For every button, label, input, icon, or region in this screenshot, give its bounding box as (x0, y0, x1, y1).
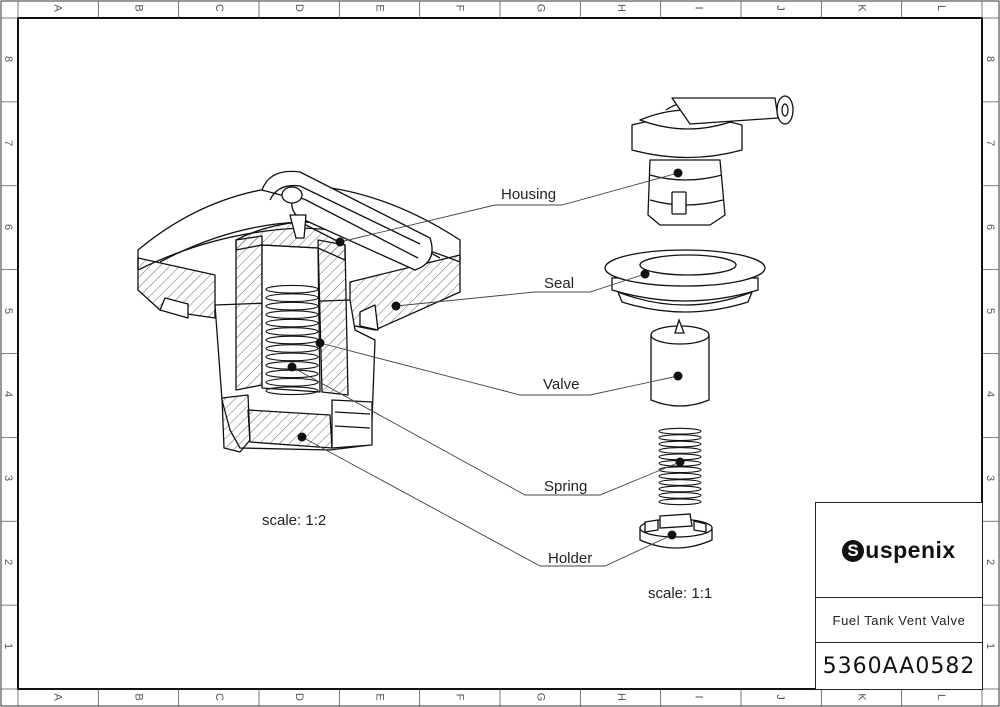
spring-coil (658, 427, 702, 435)
zone-label: 1 (2, 643, 15, 650)
callout-dot (673, 371, 683, 381)
callout-holder: Holder (548, 550, 593, 567)
scale-note-section: scale: 1:2 (262, 512, 327, 529)
zone-label: I (692, 695, 705, 699)
zone-label: B (132, 4, 145, 12)
exploded-holder (639, 513, 713, 549)
spring-coil (265, 301, 319, 311)
zone-label: 7 (2, 139, 15, 146)
callout-dots (287, 168, 685, 540)
zone-label: 2 (2, 559, 15, 566)
callout-dot (667, 530, 677, 540)
zone-label: L (934, 4, 947, 12)
zone-label: 5 (984, 307, 997, 314)
spring-coil (658, 479, 702, 486)
callout-housing: Housing (501, 186, 557, 203)
brand-logo-mark: S (842, 539, 865, 562)
zone-label: F (453, 4, 466, 12)
zone-label: G (534, 692, 547, 702)
zone-label: K (855, 4, 868, 12)
zone-label: 6 (2, 223, 15, 230)
callout-dot (315, 338, 325, 348)
callout-spring: Spring (544, 478, 588, 495)
spring-coil (658, 491, 702, 499)
zone-label: F (453, 693, 466, 701)
zone-label: K (855, 693, 868, 701)
callout-valve: Valve (543, 376, 580, 393)
callout-seal: Seal (544, 275, 575, 292)
zone-label: J (773, 5, 786, 11)
zone-label: 8 (2, 55, 15, 62)
leader-lines (291, 172, 681, 567)
spring-coil (658, 498, 702, 506)
callout-dot (675, 457, 685, 467)
spring-coil (265, 377, 319, 387)
zone-label: E (373, 4, 386, 12)
zone-label: J (773, 694, 786, 700)
exploded-valve (650, 318, 710, 407)
title-block-number-row: 5360AA0582 (816, 643, 982, 689)
zone-label: 2 (984, 559, 997, 566)
scale-note-exploded: scale: 1:1 (648, 585, 713, 602)
zone-label: G (534, 3, 547, 13)
spring-coil (658, 440, 702, 448)
zone-label: 1 (984, 643, 997, 650)
spring-coil (265, 352, 319, 362)
zone-label: 8 (984, 55, 997, 62)
spring-coil (265, 284, 319, 294)
spring-coil (265, 327, 319, 336)
zone-label: C (212, 4, 225, 12)
spring-coil (658, 434, 702, 442)
spring-coil (265, 318, 319, 328)
spring-coil (265, 293, 319, 303)
zone-label: A (51, 693, 64, 701)
zone-label: 4 (984, 391, 997, 398)
title-block-title-row: Fuel Tank Vent Valve (816, 598, 982, 643)
zone-label: D (293, 4, 306, 12)
callout-dot (673, 168, 683, 178)
spring-coil (658, 466, 702, 474)
zone-label: 6 (984, 223, 997, 230)
zone-label: 5 (2, 307, 15, 314)
spring-coil (658, 447, 702, 454)
spring-coil (658, 485, 702, 493)
callout-dot (391, 301, 401, 311)
zone-label: 4 (2, 391, 15, 398)
zone-label: D (293, 693, 306, 701)
exploded-seal (604, 249, 766, 313)
zone-label: C (212, 693, 225, 701)
exploded-spring (658, 427, 702, 506)
callout-dot (297, 432, 307, 442)
section-view (137, 170, 461, 453)
part-number: 5360AA0582 (822, 653, 976, 679)
spring-coil (265, 344, 319, 353)
callout-dot (640, 269, 650, 279)
zone-label: 3 (2, 475, 15, 482)
spring-coil (265, 310, 319, 319)
zone-label: I (692, 6, 705, 10)
spring-coil (658, 472, 702, 480)
exploded-housing (631, 95, 794, 226)
callout-dot (335, 237, 345, 247)
zone-label: H (614, 4, 627, 12)
zone-label: E (373, 693, 386, 701)
zone-label: 3 (984, 475, 997, 482)
callout-dot (287, 362, 297, 372)
spring-coil (265, 386, 319, 396)
zone-label: 7 (984, 139, 997, 146)
zone-label: H (614, 693, 627, 701)
brand-logo-text: uspenix (865, 536, 956, 563)
zone-label: A (51, 4, 64, 12)
zone-label: B (132, 693, 145, 701)
zone-label: L (934, 693, 947, 701)
drawing-title: Fuel Tank Vent Valve (832, 612, 966, 628)
